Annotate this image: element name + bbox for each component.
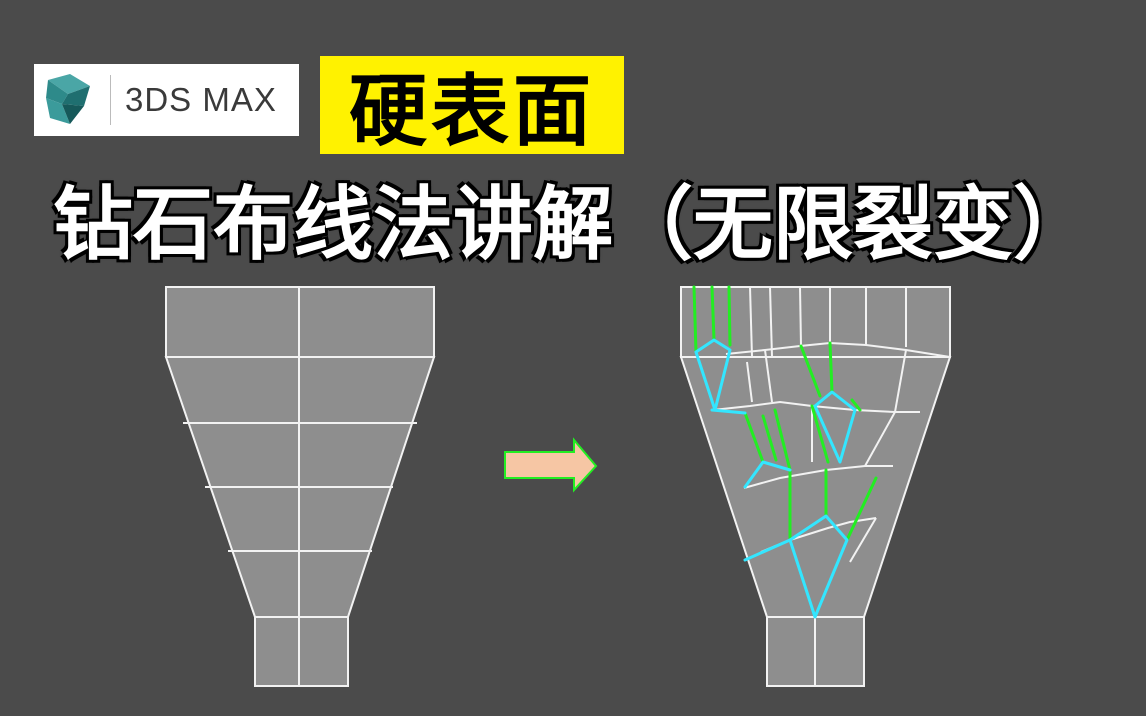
logo-text: 3DS MAX (125, 81, 277, 118)
subtitle: 钻石布线法讲解（无限裂变） (53, 178, 1093, 271)
3ds-max-logo-icon (46, 74, 90, 124)
right-arrow-icon (504, 437, 598, 493)
right-mesh-top-block (680, 286, 951, 358)
cyan-edges (694, 338, 857, 619)
left-mesh (164, 286, 436, 687)
right-mesh (679, 285, 952, 687)
left-mesh-stem (254, 616, 349, 687)
right-mesh-funnel (679, 356, 952, 618)
logo-box: 3DS MAX (34, 64, 299, 136)
green-edges (692, 285, 878, 542)
logo-divider (110, 75, 111, 125)
title-badge: 硬表面 (320, 56, 624, 157)
